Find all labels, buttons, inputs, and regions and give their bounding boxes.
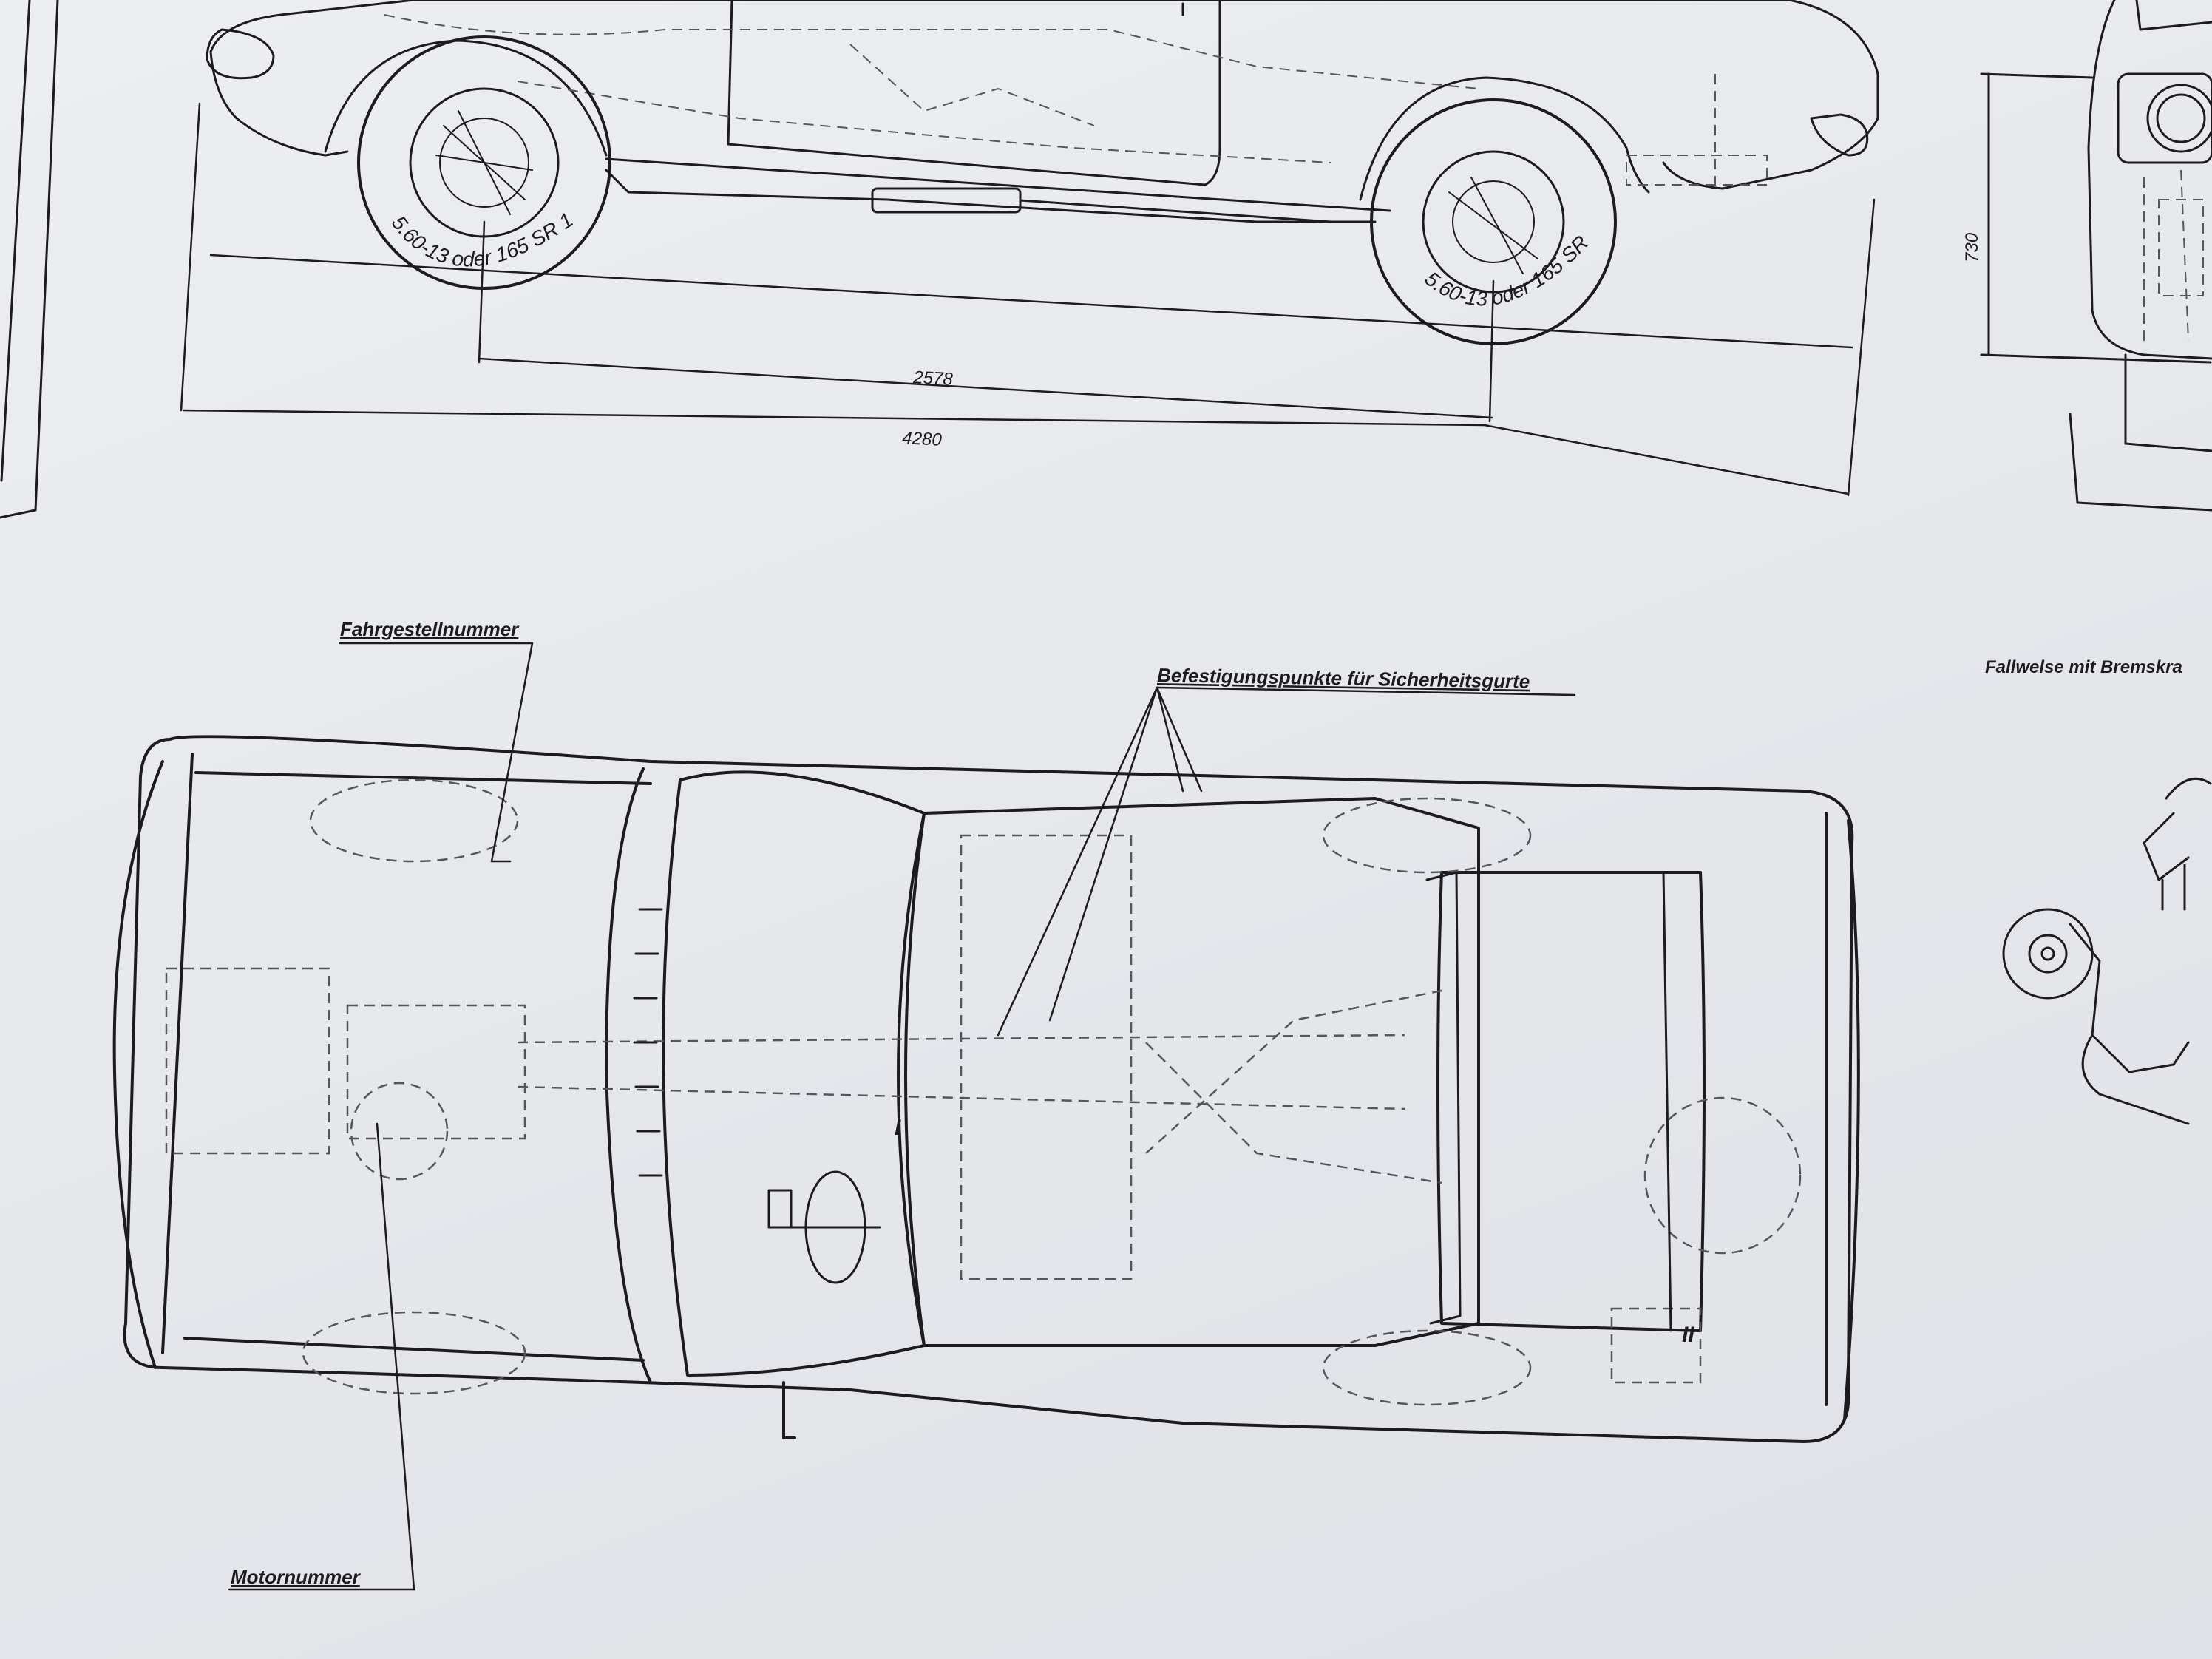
label-engine-number: Motornummer bbox=[231, 1566, 362, 1588]
wheelbase-dimension: 2578 bbox=[912, 367, 954, 390]
rear-tire-spec: 5.60-13 oder 165 SR 13 bbox=[0, 0, 1592, 310]
brake-detail-drawing bbox=[2002, 777, 2212, 1125]
plan-view-car bbox=[112, 735, 1860, 1443]
front-wheel: 5.60-13 oder 165 SR 13 bbox=[0, 0, 611, 290]
height-dimension: 730 bbox=[1962, 232, 1982, 262]
plan-view-internals bbox=[165, 778, 1802, 1406]
label-chassis-number: Fahrgestellnummer bbox=[340, 618, 520, 640]
front-view-internals bbox=[2143, 169, 2204, 347]
seat-marker-front: I bbox=[895, 1116, 901, 1140]
plan-view-details bbox=[633, 871, 1672, 1332]
side-view-car bbox=[206, 0, 1879, 223]
leader-lines bbox=[228, 642, 1576, 1591]
overall-length-dimension: 4280 bbox=[902, 428, 943, 450]
side-view-dimension-lines bbox=[180, 102, 1876, 497]
page-frame-left bbox=[0, 0, 59, 519]
seat-marker-rear: II bbox=[1682, 1323, 1694, 1347]
side-view-internals bbox=[384, 14, 1768, 186]
front-tire-spec: 5.60-13 oder 165 SR 13 bbox=[0, 0, 577, 271]
front-view-car bbox=[1980, 0, 2212, 512]
label-brake-detail: Fallwelse mit Bremskra bbox=[1985, 657, 2182, 677]
